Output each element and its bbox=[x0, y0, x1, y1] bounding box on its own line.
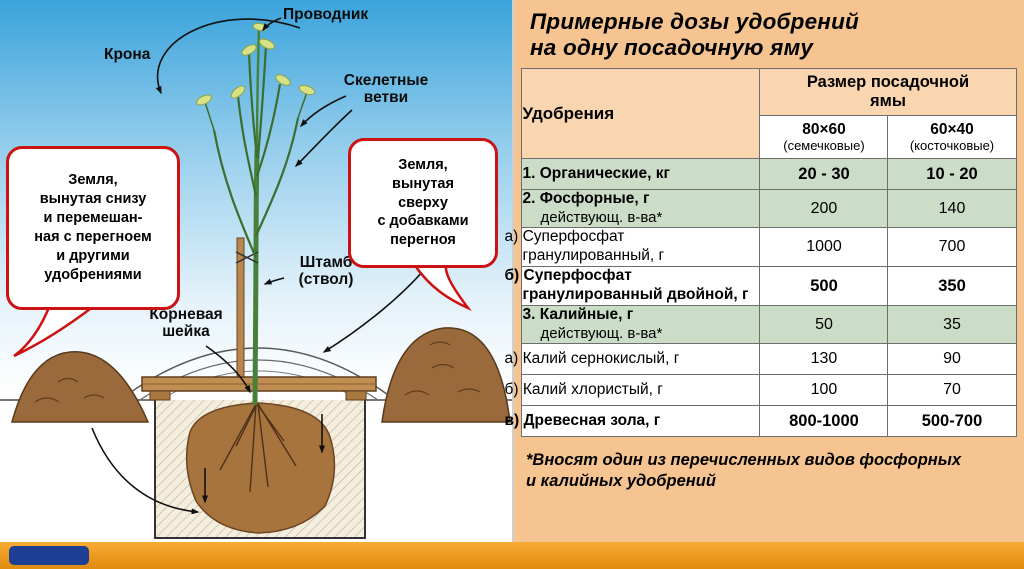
table-row-double-superphosphate: б) Суперфосфат гранулированный двойной, … bbox=[504, 266, 1017, 307]
root-ball bbox=[185, 402, 336, 534]
table-row-organic: 1. Органические, кг 20 - 30 10 - 20 bbox=[521, 158, 1017, 191]
row-value-1: 500 bbox=[759, 266, 889, 307]
watermark-logo bbox=[9, 546, 89, 565]
row-value-2: 35 bbox=[887, 305, 1017, 345]
header-fertilizers: Удобрения bbox=[521, 68, 761, 160]
row-value-1: 20 - 30 bbox=[759, 158, 889, 191]
label-trunk: Штамб (ствол) bbox=[298, 254, 354, 289]
row-value-1: 200 bbox=[759, 189, 889, 229]
row-name: 3. Калийные, г bbox=[522, 306, 634, 324]
size-1-note: (семечковые) bbox=[783, 137, 865, 153]
label-skeletal-branches: Скелетные ветви bbox=[343, 72, 429, 107]
row-value-2: 90 bbox=[887, 343, 1017, 376]
row-name: 2. Фосфорные, г bbox=[522, 190, 650, 208]
row-value-2: 70 bbox=[887, 374, 1017, 407]
callout-right-tail bbox=[411, 260, 472, 312]
doses-table: Удобрения Размер посадочной ямы 80×60 (с… bbox=[504, 68, 1017, 438]
table-row-phosphorus: 2. Фосфорные, г действующ. в-ва* 200 140 bbox=[521, 189, 1017, 229]
bottom-orange-bar bbox=[0, 542, 1024, 569]
row-value-1: 100 bbox=[759, 374, 889, 407]
table-row-wood-ash: в) Древесная зола, г 800-1000 500-700 bbox=[504, 405, 1017, 438]
size-2-note: (косточковые) bbox=[909, 137, 995, 153]
fertilizer-table-panel: Примерные дозы удобрений на одну посадоч… bbox=[504, 0, 1024, 569]
label-crown: Крона bbox=[104, 46, 151, 63]
row-name: б) Калий хлористый, г bbox=[504, 380, 663, 398]
tree-drawing bbox=[196, 22, 316, 406]
row-value-1: 800-1000 bbox=[759, 405, 889, 438]
row-name: в) Древесная зола, г bbox=[504, 411, 661, 429]
size-2-value: 60×40 bbox=[930, 120, 974, 138]
size-1-value: 80×60 bbox=[802, 120, 846, 138]
callout-soil-from-bottom: Земля, вынутая снизу и перемешан- ная с … bbox=[6, 146, 180, 310]
header-size-1: 80×60 (семечковые) bbox=[759, 115, 889, 160]
annotation-arrows bbox=[91, 17, 425, 515]
row-name: а) Калий сернокислый, г bbox=[504, 349, 680, 367]
branches bbox=[204, 45, 308, 259]
table-row-potassium-chloride: б) Калий хлористый, г 100 70 bbox=[504, 374, 1017, 407]
row-value-2: 10 - 20 bbox=[887, 158, 1017, 191]
roots bbox=[219, 403, 297, 493]
planting-diagram: Проводник Крона Скелетные ветви Штамб (с… bbox=[0, 0, 512, 545]
header-pit-size: Размер посадочной ямы bbox=[759, 68, 1017, 117]
panel-title: Примерные дозы удобрений на одну посадоч… bbox=[530, 9, 859, 61]
row-value-2: 700 bbox=[887, 227, 1017, 268]
row-subtext: действующ. в-ва* bbox=[540, 209, 663, 227]
footnote: *Вносят один из перечисленных видов фосф… bbox=[526, 451, 962, 490]
left-soil-pile bbox=[11, 351, 150, 423]
label-root-collar: Корневая шейка bbox=[149, 306, 223, 341]
row-name: 1. Органические, кг bbox=[522, 164, 670, 182]
table-row-potassium: 3. Калийные, г действующ. в-ва* 50 35 bbox=[521, 305, 1017, 345]
right-soil-pile bbox=[381, 327, 511, 423]
planting-diagram-art bbox=[0, 0, 512, 545]
header-size-2: 60×40 (косточковые) bbox=[887, 115, 1017, 160]
row-value-2: 350 bbox=[887, 266, 1017, 307]
callout-soil-from-top: Земля, вынутая сверху с добавками перегн… bbox=[348, 138, 498, 268]
callout-left-tail bbox=[13, 303, 98, 358]
label-conductor: Проводник bbox=[283, 6, 369, 23]
row-value-1: 1000 bbox=[759, 227, 889, 268]
row-value-2: 140 bbox=[887, 189, 1017, 229]
row-name: б) Суперфосфат гранулированный двойной, … bbox=[504, 267, 749, 304]
row-name: а) Суперфосфат гранулированный, г bbox=[504, 228, 665, 265]
table-row-superphosphate: а) Суперфосфат гранулированный, г 1000 7… bbox=[504, 227, 1017, 268]
row-value-1: 130 bbox=[759, 343, 889, 376]
row-value-2: 500-700 bbox=[887, 405, 1017, 438]
table-row-potassium-sulfate: а) Калий сернокислый, г 130 90 bbox=[504, 343, 1017, 376]
row-value-1: 50 bbox=[759, 305, 889, 345]
row-subtext: действующ. в-ва* bbox=[540, 324, 663, 342]
plank-board bbox=[141, 376, 377, 401]
planting-pit bbox=[154, 400, 366, 539]
